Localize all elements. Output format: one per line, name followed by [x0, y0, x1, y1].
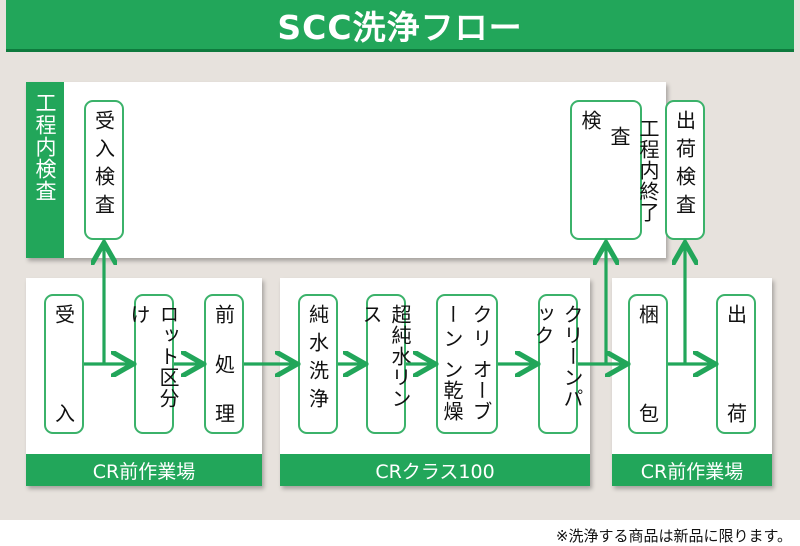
zone-right-label: CR前作業場 [612, 454, 772, 486]
packing-char-2: 包 [635, 403, 660, 424]
oven-line-1: クリーン [440, 304, 493, 352]
receiving-char-1: 受 [51, 304, 76, 325]
packing-char-1: 梱 [635, 304, 660, 325]
step-shipping: 出 荷 [716, 294, 756, 434]
pretreatment-char-1: 前 [211, 304, 236, 325]
inspection-area [26, 82, 666, 258]
step-clean-oven-dry: クリーン オーブン乾燥 [436, 294, 498, 434]
zone-left-label: CR前作業場 [26, 454, 262, 486]
footnote: ※洗浄する商品は新品に限ります。 [555, 527, 792, 545]
inspection-word-right: 工程内終了 査 [605, 118, 663, 223]
page-title: SCC洗浄フロー [6, 0, 794, 52]
step-receiving-inspection: 受入検査 [84, 100, 124, 240]
inspection-area-label: 工程内検査 [26, 82, 64, 258]
inspection-text-main: 工程内終了 [636, 117, 660, 223]
shipping-char-2: 荷 [723, 403, 748, 424]
inspection-text-end: 査 [607, 125, 631, 147]
receiving-char-2: 入 [51, 403, 76, 424]
step-shipping-inspection: 出荷検査 [665, 100, 705, 240]
step-in-process-final-inspection: 検 工程内終了 査 [570, 100, 660, 240]
pretreatment-char-2: 処 [211, 353, 236, 375]
pretreatment-char-3: 理 [211, 403, 236, 424]
step-receiving: 受 入 [44, 294, 84, 434]
step-pure-water-wash: 純水洗浄 [298, 294, 338, 434]
zone-middle-label: CRクラス100 [280, 454, 590, 486]
inspection-word-left: 検 [578, 110, 602, 131]
shipping-char-1: 出 [723, 304, 748, 325]
oven-line-2: オーブン乾燥 [440, 359, 493, 423]
step-packing: 梱 包 [628, 294, 668, 434]
